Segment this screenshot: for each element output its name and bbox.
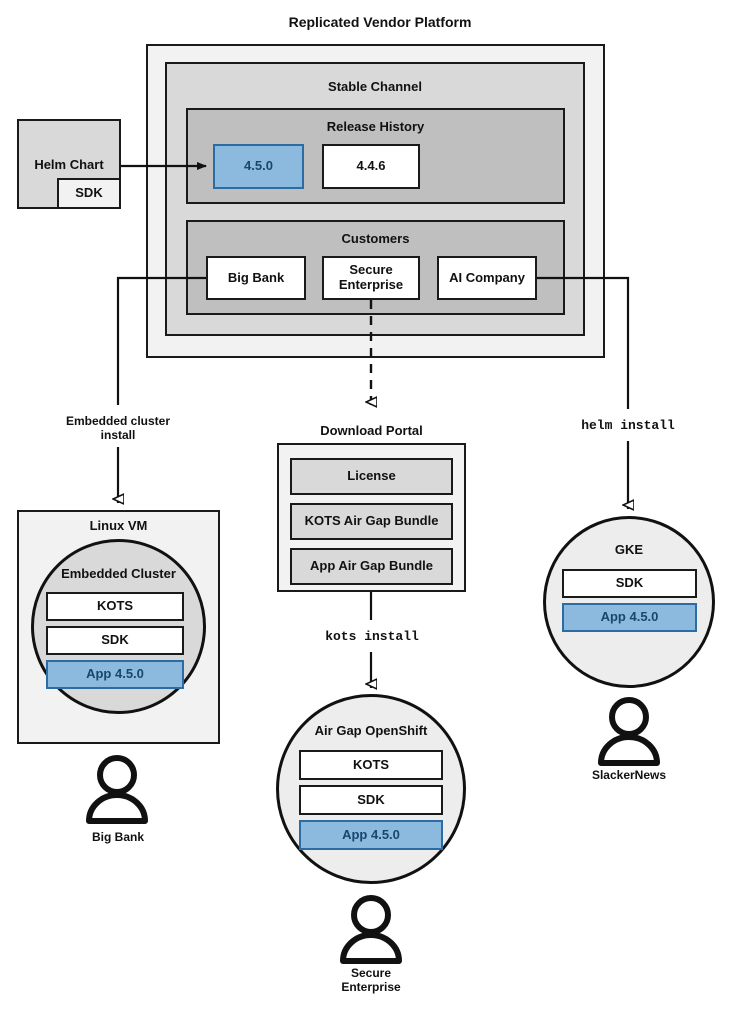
gke-circle [543, 516, 715, 688]
release-history-title: Release History [326, 119, 425, 134]
helm-chart-sdk-box[interactable]: SDK [57, 178, 121, 209]
download-portal-item-kots-air-gap-bundle[interactable]: KOTS Air Gap Bundle [290, 503, 453, 540]
person-icon-slackernews [598, 697, 660, 766]
download-portal-item-app-air-gap-bundle[interactable]: App Air Gap Bundle [290, 548, 453, 585]
linux-vm-title: Linux VM [89, 518, 148, 533]
linux-vm-item-kots[interactable]: KOTS [46, 592, 184, 621]
edge-label-embedded-cluster-install: Embedded cluster install [65, 414, 171, 443]
page-title: Replicated Vendor Platform [288, 14, 472, 30]
gke-item-app-4-5-0[interactable]: App 4.5.0 [562, 603, 697, 632]
gke-item-sdk[interactable]: SDK [562, 569, 697, 598]
release-4-4-6[interactable]: 4.4.6 [322, 144, 420, 189]
person-icon-big-bank [86, 755, 148, 824]
gke-title: GKE [614, 542, 644, 557]
customer-ai-company[interactable]: AI Company [437, 256, 537, 300]
download-portal-title: Download Portal [320, 423, 423, 438]
helm-chart-label: Helm Chart [34, 157, 104, 172]
person-icon-secure-enterprise [340, 895, 402, 964]
linux-vm-item-app-4-5-0[interactable]: App 4.5.0 [46, 660, 184, 689]
gke-user-label: SlackerNews [591, 768, 667, 782]
air-gap-openshift-item-sdk[interactable]: SDK [299, 785, 443, 815]
edge-label-kots-install: kots install [325, 629, 419, 644]
download-portal-item-license[interactable]: License [290, 458, 453, 495]
linux-vm-user-label: Big Bank [91, 830, 144, 844]
linux-vm-item-sdk[interactable]: SDK [46, 626, 184, 655]
air-gap-openshift-title: Air Gap OpenShift [314, 723, 428, 738]
customer-big-bank[interactable]: Big Bank [206, 256, 306, 300]
stable-channel-title: Stable Channel [328, 79, 422, 94]
edge-label-helm-install: helm install [581, 418, 675, 433]
air-gap-openshift-item-app-4-5-0[interactable]: App 4.5.0 [299, 820, 443, 850]
air-gap-openshift-item-kots[interactable]: KOTS [299, 750, 443, 780]
release-4-5-0[interactable]: 4.5.0 [213, 144, 304, 189]
air-gap-openshift-user-label: Secure Enterprise [341, 966, 401, 995]
customers-title: Customers [341, 231, 410, 246]
embedded-cluster-title: Embedded Cluster [61, 566, 176, 581]
customer-secure-enterprise[interactable]: Secure Enterprise [322, 256, 420, 300]
